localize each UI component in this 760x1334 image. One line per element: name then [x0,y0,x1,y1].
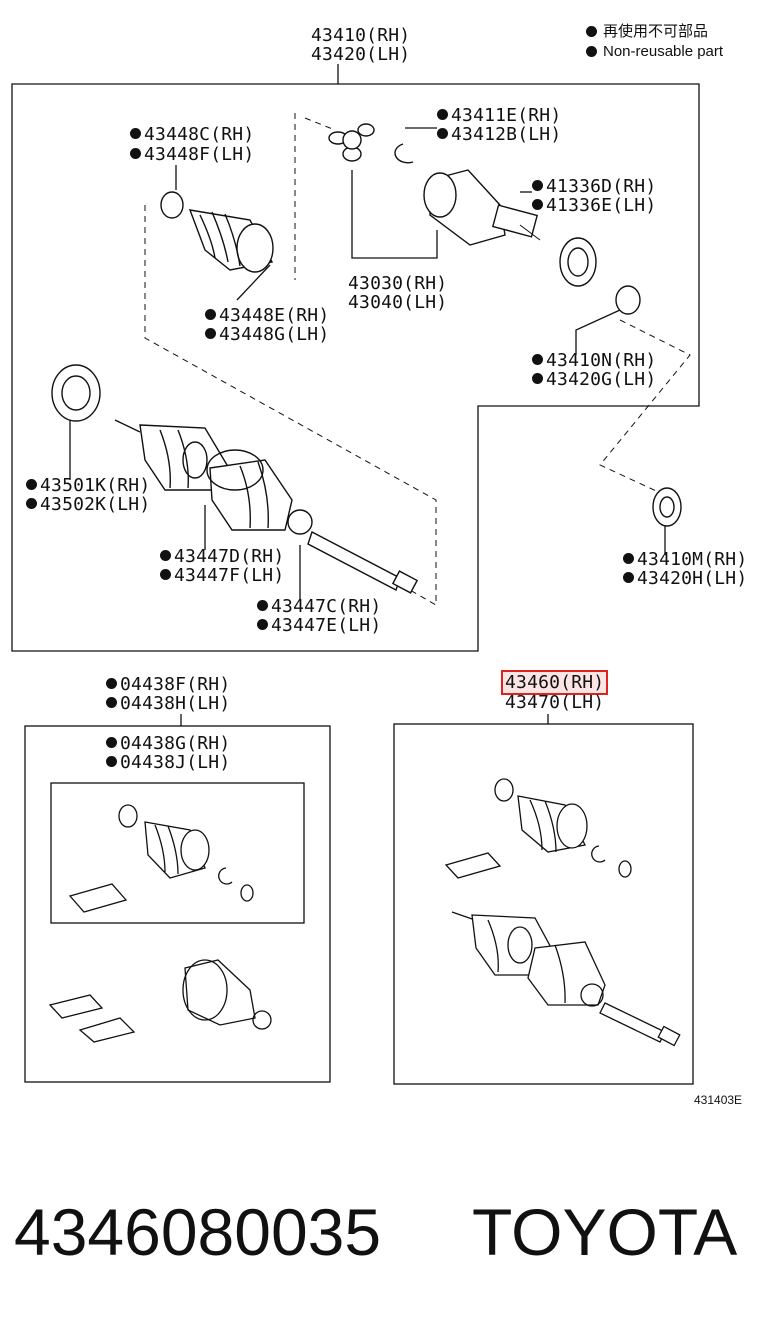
label-kit-g-rh[interactable]: 04438G(RH) [106,734,230,754]
boot-kit-inner-frame [50,782,305,924]
label-seal-k-lh[interactable]: 43502K(LH) [26,495,150,515]
bullet-icon [130,148,141,159]
tripod-joint-icon [328,123,375,162]
bullet-icon [257,619,268,630]
label-inboard-rh[interactable]: 43030(RH) [348,273,448,294]
kit-boot-icon [118,804,210,879]
drive-shaft-assembly-icon [114,419,419,594]
bullet-icon [623,572,634,583]
label-snap-n-rh[interactable]: 43410N(RH) [532,351,656,371]
inner-seal-icon [652,487,682,527]
bullet-icon [106,756,117,767]
bullet-icon [586,26,597,37]
label-clamp-c-lh[interactable]: 43448F(LH) [130,145,254,165]
label-boot-d-lh[interactable]: 43447F(LH) [160,566,284,586]
kit-outboard-boot-icon [182,959,272,1030]
bullet-icon [532,354,543,365]
boot-kit-outer-frame [24,725,331,1083]
label-ring-e-lh[interactable]: 43412B(LH) [437,125,561,145]
illustration-ref-code: 431403E [694,1093,743,1107]
main-assembly-frame [11,83,700,652]
label-shaft-lh[interactable]: 43470(LH) [505,692,605,713]
grease-pack-icon [78,1017,136,1043]
grease-pack-icon [68,883,128,913]
inboard-boot-icon [160,191,274,273]
bullet-icon [532,199,543,210]
shaft-kit-boot-icon [494,778,632,878]
label-assy-lh[interactable]: 43420(LH) [311,44,411,65]
oil-seal-icon [51,364,101,422]
bullet-icon [205,328,216,339]
bullet-icon [205,309,216,320]
bullet-icon [532,180,543,191]
kit-clip-icon [218,867,254,902]
shaft-kit-frame [393,723,694,1085]
label-kit-g-lh[interactable]: 04438J(LH) [106,753,230,773]
bullet-icon [26,498,37,509]
bullet-icon [532,373,543,384]
grease-pack-icon [48,994,104,1019]
label-boot-d-rh[interactable]: 43447D(RH) [160,547,284,567]
bullet-icon [106,737,117,748]
grease-pack-icon [444,852,502,879]
bullet-icon [437,128,448,139]
dust-seal-icon [559,237,597,287]
label-clamp-e-lh[interactable]: 43448G(LH) [205,325,329,345]
shaft-kit-drive-shaft-icon [451,911,681,1047]
label-ring-e-rh[interactable]: 43411E(RH) [437,106,561,126]
legend-en: Non-reusable part [586,42,723,61]
bullet-icon [160,550,171,561]
label-seal-d-lh[interactable]: 41336E(LH) [532,196,656,216]
part-number: 4346080035 [14,1195,382,1269]
bullet-icon [106,678,117,689]
label-seal-d-rh[interactable]: 41336D(RH) [532,177,656,197]
label-snap-n-lh[interactable]: 43420G(LH) [532,370,656,390]
label-clamp-47c-rh[interactable]: 43447C(RH) [257,597,381,617]
brand-name: TOYOTA [472,1195,738,1269]
bullet-icon [26,479,37,490]
label-clamp-c-rh[interactable]: 43448C(RH) [130,125,254,145]
label-clamp-e-rh[interactable]: 43448E(RH) [205,306,329,326]
label-seal-m-lh[interactable]: 43420H(LH) [623,569,747,589]
snap-ring-icon [394,143,414,164]
bullet-icon [160,569,171,580]
label-shaft-rh-highlighted[interactable]: 43460(RH) [501,670,609,695]
label-assy-rh[interactable]: 43410(RH) [311,25,411,46]
label-seal-k-rh[interactable]: 43501K(RH) [26,476,150,496]
bullet-icon [257,600,268,611]
outboard-joint-housing-icon [423,169,541,246]
bullet-icon [130,128,141,139]
label-seal-m-rh[interactable]: 43410M(RH) [623,550,747,570]
bullet-icon [437,109,448,120]
bullet-icon [623,553,634,564]
label-kit-f-rh[interactable]: 04438F(RH) [106,675,230,695]
label-inboard-lh[interactable]: 43040(LH) [348,292,448,313]
legend-jp: 再使用不可部品 [586,22,708,41]
bullet-icon [106,697,117,708]
hole-snap-ring-icon [615,285,641,315]
bullet-icon [586,46,597,57]
label-kit-f-lh[interactable]: 04438H(LH) [106,694,230,714]
label-clamp-47c-lh[interactable]: 43447E(LH) [257,616,381,636]
